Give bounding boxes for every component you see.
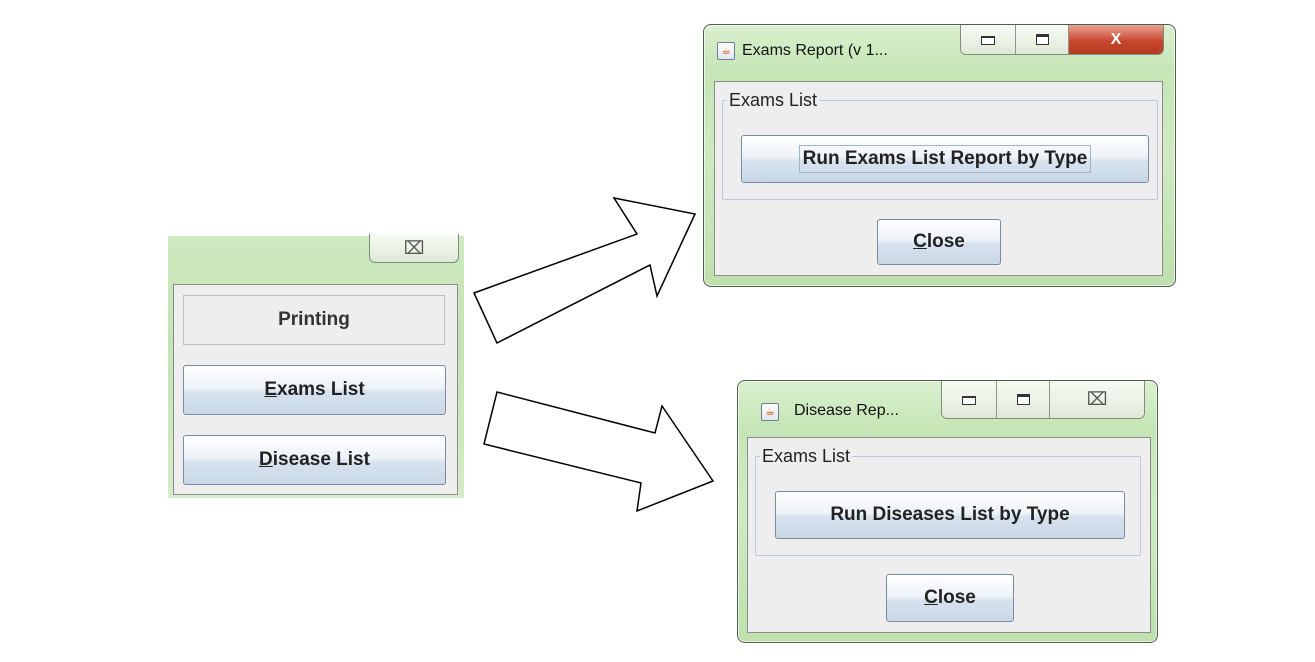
main-panel: ⌧ Printing Exams List Disease List [168, 234, 464, 498]
exams-window-controls: X [960, 25, 1164, 55]
exams-close-window-button[interactable]: X [1069, 25, 1163, 54]
exams-title-bar[interactable]: ☕ Exams Report (v 1... X [704, 25, 1175, 60]
close-icon: X [1110, 30, 1122, 48]
exams-close-button[interactable]: Close [877, 219, 1001, 265]
arrow-to-disease-window [483, 391, 715, 513]
disease-groupbox: Exams List Run Diseases List by Type [755, 446, 1141, 556]
disease-title-bar[interactable]: ☕ Disease Rep... ⌧ [738, 381, 1157, 421]
exams-group-title: Exams List [727, 90, 820, 110]
java-cup-icon: ☕ [761, 403, 779, 421]
exams-report-window: ☕ Exams Report (v 1... X Exams List Run … [703, 24, 1176, 287]
minimize-icon [981, 36, 995, 45]
disease-window-title: Disease Rep... [794, 402, 899, 419]
disease-close-window-button[interactable]: ⌧ [1050, 381, 1144, 418]
run-exams-report-button[interactable]: Run Exams List Report by Type [741, 135, 1149, 183]
exams-client-area: Exams List Run Exams List Report by Type… [714, 81, 1163, 276]
exams-groupbox: Exams List Run Exams List Report by Type [722, 90, 1158, 200]
disease-report-window: ☕ Disease Rep... ⌧ Exams List Run Diseas… [737, 380, 1158, 643]
disease-window-controls: ⌧ [941, 381, 1145, 419]
exams-window-title: Exams Report (v 1... [742, 42, 888, 59]
main-client-area: Printing Exams List Disease List [173, 284, 458, 495]
exams-minimize-button[interactable] [961, 25, 1016, 54]
close-icon: ⌧ [1086, 389, 1108, 409]
disease-maximize-button[interactable] [997, 381, 1050, 418]
run-diseases-report-button[interactable]: Run Diseases List by Type [775, 491, 1125, 539]
disease-close-button[interactable]: Close [886, 574, 1014, 622]
exams-list-button[interactable]: Exams List [183, 365, 446, 415]
maximize-icon [1035, 34, 1049, 45]
java-cup-icon: ☕ [717, 42, 735, 60]
arrow-to-exams-window [472, 196, 697, 345]
exams-maximize-button[interactable] [1016, 25, 1069, 54]
minimize-icon [962, 396, 976, 405]
maximize-icon [1016, 394, 1030, 405]
disease-client-area: Exams List Run Diseases List by Type Clo… [747, 437, 1151, 633]
main-close-button[interactable]: ⌧ [369, 234, 459, 263]
disease-minimize-button[interactable] [942, 381, 997, 418]
disease-group-title: Exams List [760, 446, 853, 466]
close-icon: ⌧ [403, 237, 425, 258]
disease-list-button[interactable]: Disease List [183, 435, 446, 485]
printing-label: Printing [183, 295, 445, 345]
